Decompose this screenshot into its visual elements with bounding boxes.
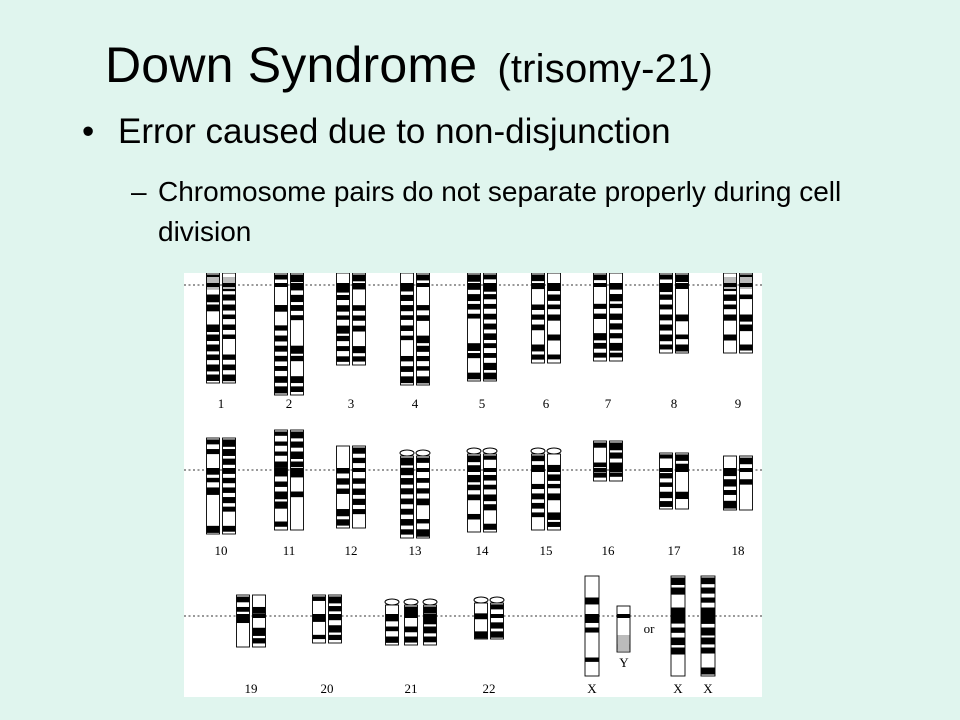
chromosome-label: 6 xyxy=(543,396,550,411)
chromosome-pair-12 xyxy=(336,445,366,529)
chromosome-label: 10 xyxy=(215,543,228,558)
chromosome-label: 1 xyxy=(218,396,225,411)
chromosome-label: 20 xyxy=(321,681,334,696)
chromosome-label: 3 xyxy=(348,396,355,411)
chromosome-label: 21 xyxy=(405,681,418,696)
chromosome-pair-2 xyxy=(274,273,304,396)
chromosome-pair-20 xyxy=(312,594,342,644)
chromosome-pair-11 xyxy=(274,429,304,531)
sub-bullet-text: Chromosome pairs do not separate properl… xyxy=(158,176,842,247)
chromosome-label: 5 xyxy=(479,396,486,411)
chromosome-label: 22 xyxy=(483,681,496,696)
chromosome-pair-16 xyxy=(593,440,623,482)
chromosome-pair-14 xyxy=(466,447,498,533)
chromosome-label: 7 xyxy=(605,396,612,411)
chromosome-pair-17 xyxy=(659,452,689,510)
sub-bullet-item: – Chromosome pairs do not separate prope… xyxy=(131,172,901,252)
chromosome-pair-18 xyxy=(723,455,753,511)
chromosome-label: 8 xyxy=(671,396,678,411)
chromosome-pair-3 xyxy=(336,273,366,366)
chromosome-label: 9 xyxy=(735,396,742,411)
chromosome-pair-9 xyxy=(723,273,753,354)
chromosome-pair-13 xyxy=(399,449,431,539)
x-chromosome-label: X xyxy=(587,681,597,696)
y-chromosome-label: Y xyxy=(619,655,629,670)
chromosome-label: 14 xyxy=(476,543,490,558)
chromosome-label: 17 xyxy=(668,543,682,558)
bullet-marker: • xyxy=(82,112,95,151)
chromosome-label: 11 xyxy=(283,543,296,558)
chromosome-label: 13 xyxy=(409,543,422,558)
bullet-text: Error caused due to non-disjunction xyxy=(118,112,671,151)
title-subtitle: (trisomy-21) xyxy=(497,47,714,91)
chromosome-pair-19 xyxy=(236,594,266,648)
x-chromosome-label: X xyxy=(673,681,683,696)
chromosome-pair-6 xyxy=(531,273,561,364)
chromosome-pair-15 xyxy=(530,447,562,531)
chromosome-pair-10 xyxy=(206,437,236,535)
sub-bullet-marker: – xyxy=(131,176,147,207)
x-chromosome xyxy=(584,575,600,677)
y-chromosome xyxy=(616,605,631,653)
chromosome-pair-5 xyxy=(467,273,497,382)
chromosome-label: 2 xyxy=(286,396,293,411)
bullet-item: • Error caused due to non-disjunction xyxy=(82,112,671,152)
chromosome-label: 18 xyxy=(732,543,745,558)
chromosome-label: 15 xyxy=(540,543,553,558)
chromosome-pair-7 xyxy=(593,273,623,362)
chromosome-label: 12 xyxy=(345,543,358,558)
chromosome-pair-22 xyxy=(473,596,505,640)
x-chromosome-label: X xyxy=(703,681,713,696)
title-main: Down Syndrome xyxy=(105,37,478,93)
chromosome-pair-8 xyxy=(659,273,689,354)
or-label: or xyxy=(644,621,656,636)
chromosome-label: 16 xyxy=(602,543,616,558)
x-chromosome-pair xyxy=(670,575,716,677)
slide-title: Down Syndrome (trisomy-21) xyxy=(105,36,713,94)
chromosome-pair-4 xyxy=(400,273,430,386)
chromosome-label: 19 xyxy=(245,681,258,696)
chromosome-label: 4 xyxy=(412,396,419,411)
chromosome-pair-21 xyxy=(384,598,438,646)
chromosome-pair-1 xyxy=(206,273,236,384)
